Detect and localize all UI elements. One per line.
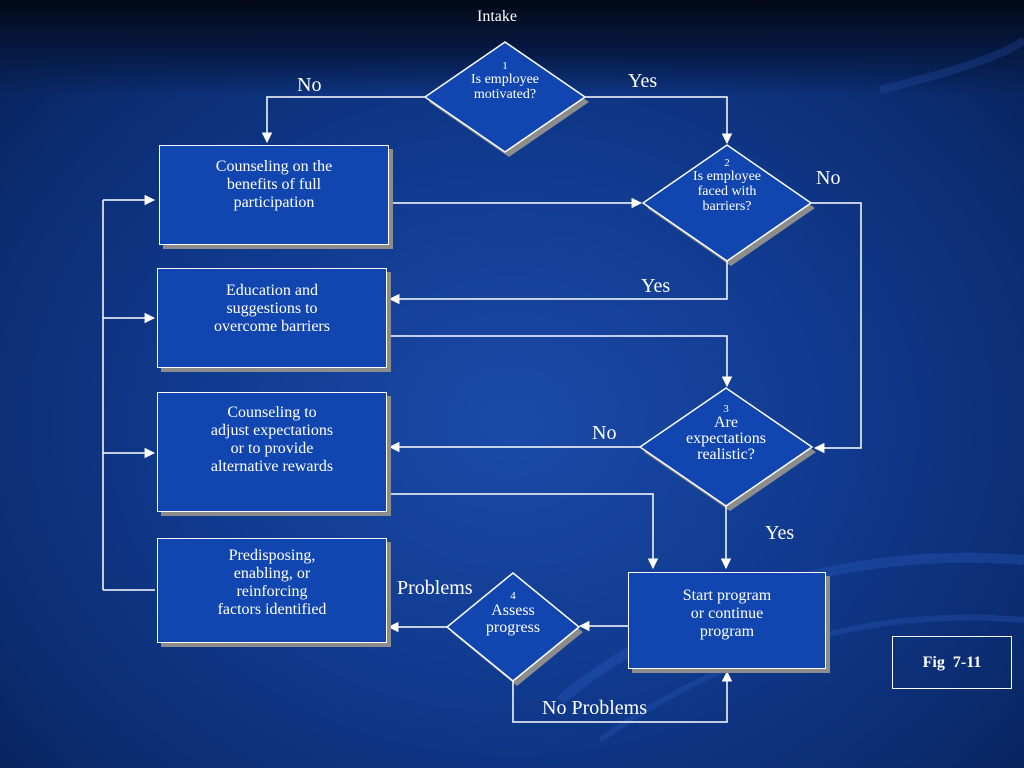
decision-diamond-1 [423, 41, 589, 157]
box-line: Start program [682, 587, 772, 604]
decision-diamond-3 [638, 387, 816, 511]
decision-2-line: Is employee [692, 169, 762, 184]
box-line: adjust expectations [210, 422, 334, 439]
label-no-problems: No Problems [542, 697, 647, 719]
label-no-realistic: No [592, 422, 617, 444]
decision-4-line: progress [485, 619, 541, 636]
figure-label-text: Fig 7-11 [922, 653, 982, 671]
decision-3-line: expectations [686, 430, 766, 447]
decision-3-number: 3 [723, 403, 729, 415]
box-counseling-expectations: Counseling to adjust expectations or to … [157, 392, 387, 512]
figure-label: Fig 7-11 [892, 636, 1012, 689]
box-education-suggestions: Education and suggestions to overcome ba… [157, 268, 387, 368]
box-line: Counseling to [227, 404, 317, 421]
decision-4-text: 4 Assess progress [468, 590, 558, 636]
decision-2-line: barriers? [702, 199, 752, 214]
box-start-program: Start program or continue program [628, 572, 826, 669]
box-line: Education and [226, 282, 318, 299]
decision-1-number: 1 [502, 60, 508, 72]
decision-4-line: Assess [491, 602, 535, 619]
box-line: Counseling on the [215, 158, 333, 175]
decision-diamond-2 [641, 144, 815, 266]
box-line: suggestions to [226, 300, 318, 317]
box-line: Predisposing, [228, 547, 316, 564]
label-yes-motivated: Yes [628, 70, 658, 92]
box-line: enabling, or [233, 565, 311, 582]
decision-2-number: 2 [724, 157, 730, 169]
label-no-motivated: No [297, 74, 322, 96]
decision-2-line: faced with [697, 184, 757, 199]
decision-3-line: Are [714, 414, 738, 431]
box-predisposing-factors: Predisposing, enabling, or reinforcing f… [157, 538, 387, 643]
box-line: or to provide [230, 440, 314, 457]
page-title: Intake [477, 8, 517, 25]
label-yes-barriers: Yes [641, 275, 671, 297]
box-line: overcome barriers [214, 318, 330, 335]
label-yes-realistic: Yes [765, 522, 795, 544]
label-problems: Problems [397, 577, 473, 599]
box-line: reinforcing [236, 583, 308, 600]
decision-2-text: 2 Is employee faced with barriers? [677, 157, 777, 214]
box-counseling-benefits: Counseling on the benefits of full parti… [159, 145, 389, 245]
box-line: alternative rewards [210, 458, 334, 475]
decision-3-line: realistic? [697, 446, 755, 463]
box-line: benefits of full [226, 176, 322, 193]
box-line: or continue [690, 605, 764, 622]
decision-1-line: Is employee [470, 72, 540, 87]
box-line: participation [233, 194, 315, 211]
decision-1-line: motivated? [473, 87, 537, 102]
box-line: factors identified [217, 601, 327, 618]
box-line: program [699, 623, 755, 640]
decision-3-text: 3 Are expectations realistic? [669, 403, 783, 463]
decision-4-number: 4 [510, 590, 516, 602]
decision-1-text: 1 Is employee motivated? [455, 60, 555, 102]
label-no-barriers: No [816, 167, 841, 189]
